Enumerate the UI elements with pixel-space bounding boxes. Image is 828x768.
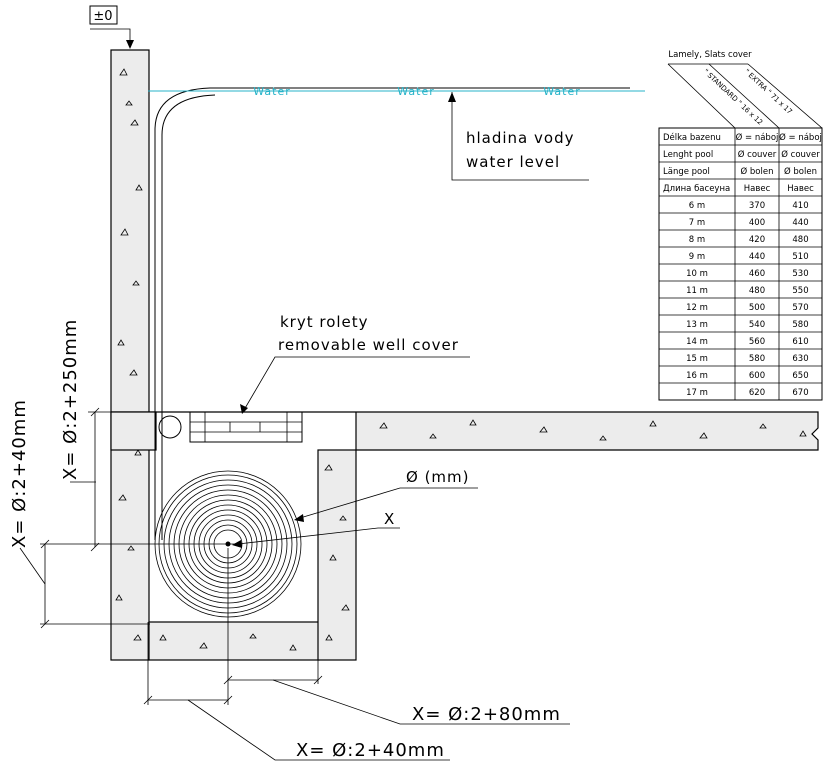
water-label-3: Water bbox=[543, 85, 581, 98]
table-header-cell: Ø couver bbox=[781, 149, 820, 160]
well-cover bbox=[158, 411, 303, 443]
slat-cover-table: Lamely, Slats cover " STANDARD " 16 x 12… bbox=[658, 50, 823, 401]
cover-roller bbox=[158, 415, 182, 439]
table-cell: 420 bbox=[749, 235, 765, 245]
table-title: Lamely, Slats cover bbox=[668, 50, 752, 60]
table-header-cell: Длина басеуна bbox=[663, 184, 730, 194]
table-cell: 440 bbox=[792, 218, 808, 228]
water-label-1: Water bbox=[253, 85, 291, 98]
table-cell: 580 bbox=[792, 320, 808, 330]
horizontal-dimensions bbox=[143, 548, 570, 761]
table-cell: 7 m bbox=[689, 218, 705, 228]
well-cover-frame bbox=[189, 411, 303, 443]
table-header-cell: Délka bazenu bbox=[663, 132, 721, 143]
dim-horizontal-40: X= Ø:2+40mm bbox=[296, 740, 445, 761]
table-cell: 10 m bbox=[686, 269, 708, 279]
x-callout: X bbox=[232, 510, 400, 548]
table-cell: 630 bbox=[792, 354, 808, 364]
wall-top bbox=[110, 411, 157, 451]
water-level-leader bbox=[451, 92, 589, 181]
x-label: X bbox=[384, 510, 395, 528]
water-level-arrow bbox=[448, 92, 456, 102]
table-cell: 16 m bbox=[686, 371, 708, 381]
deck-aggregate bbox=[379, 419, 807, 441]
pool-deck bbox=[110, 411, 819, 451]
pool-wall-body bbox=[110, 49, 150, 661]
well-right-wall bbox=[317, 449, 357, 661]
table-cell: 480 bbox=[749, 286, 765, 296]
table-cell: 500 bbox=[749, 303, 765, 313]
table-cell: 14 m bbox=[686, 337, 708, 347]
level-marker-leader bbox=[90, 28, 131, 48]
water-label-2: Water bbox=[397, 85, 435, 98]
table-cell: 460 bbox=[749, 269, 765, 279]
level-marker-box bbox=[89, 5, 118, 25]
table-cell: 570 bbox=[792, 303, 808, 313]
deck-slab bbox=[111, 411, 819, 451]
table-header-cell: Навес bbox=[744, 184, 771, 194]
table-cell: 620 bbox=[749, 388, 765, 398]
table-cell: 8 m bbox=[689, 235, 705, 245]
dim-vertical-40: X= Ø:2+40mm bbox=[9, 399, 30, 548]
table-header-cell: Навес bbox=[787, 184, 814, 194]
level-marker-arrow bbox=[126, 40, 134, 49]
table-cell: 6 m bbox=[689, 201, 705, 211]
table-cell: 15 m bbox=[686, 354, 708, 364]
table-cell: 440 bbox=[749, 252, 765, 262]
table-cell: 510 bbox=[792, 252, 808, 262]
vertical-dimensions bbox=[19, 407, 318, 629]
level-marker-text: ±0 bbox=[93, 9, 112, 24]
table-header-cell: Lenght pool bbox=[663, 150, 713, 160]
roller-well bbox=[148, 449, 357, 661]
well-floor bbox=[148, 621, 320, 661]
table-header-cell: Ø bolen bbox=[784, 166, 817, 177]
table-cell: 650 bbox=[792, 371, 808, 381]
cover-label-en: removable well cover bbox=[278, 336, 459, 354]
table-cell: 11 m bbox=[686, 286, 708, 296]
cover-arrow bbox=[240, 404, 248, 414]
diameter-callout: Ø (mm) bbox=[294, 468, 478, 522]
well-aggregate bbox=[159, 464, 350, 651]
table-cell: 600 bbox=[749, 371, 765, 381]
table-cell: 540 bbox=[749, 320, 765, 330]
table-cell: 370 bbox=[749, 201, 765, 211]
diameter-label: Ø (mm) bbox=[406, 468, 470, 486]
pool-wall bbox=[110, 49, 150, 661]
table-cell: 670 bbox=[792, 388, 808, 398]
table-cell: 610 bbox=[792, 337, 808, 347]
cover-leader bbox=[243, 356, 470, 411]
level-marker: ±0 bbox=[89, 5, 134, 49]
table-cell: 9 m bbox=[689, 252, 705, 262]
dim-horizontal-80: X= Ø:2+80mm bbox=[412, 704, 561, 725]
cover-callout: kryt rolety removable well cover bbox=[240, 313, 470, 414]
water-line: Water Water Water bbox=[148, 85, 645, 98]
table-cell: 550 bbox=[792, 286, 808, 296]
table-header-cell: Ø bolen bbox=[741, 166, 774, 177]
water-level-callout: hladina vody water level bbox=[448, 92, 589, 181]
table-header-cell: Ø = náboj bbox=[779, 132, 822, 143]
table-header-cell: Länge pool bbox=[663, 167, 710, 177]
slat-cover-path bbox=[154, 87, 630, 540]
table-cell: 560 bbox=[749, 337, 765, 347]
table-cell: 13 m bbox=[686, 320, 708, 330]
table-cell: 17 m bbox=[686, 388, 708, 398]
water-level-label-cz: hladina vody bbox=[466, 129, 574, 147]
table-header-cell: Ø = náboj bbox=[736, 132, 779, 143]
table-cell: 410 bbox=[792, 201, 808, 211]
table-cell: 530 bbox=[792, 269, 808, 279]
water-level-label-en: water level bbox=[466, 153, 560, 171]
table-cell: 580 bbox=[749, 354, 765, 364]
table-cell: 400 bbox=[749, 218, 765, 228]
table-cell: 480 bbox=[792, 235, 808, 245]
table-cell: 12 m bbox=[686, 303, 708, 313]
dim-vertical-250: X= Ø:2+250mm bbox=[60, 319, 81, 480]
table-header-cell: Ø couver bbox=[738, 149, 777, 160]
cover-label-cz: kryt rolety bbox=[280, 313, 369, 331]
